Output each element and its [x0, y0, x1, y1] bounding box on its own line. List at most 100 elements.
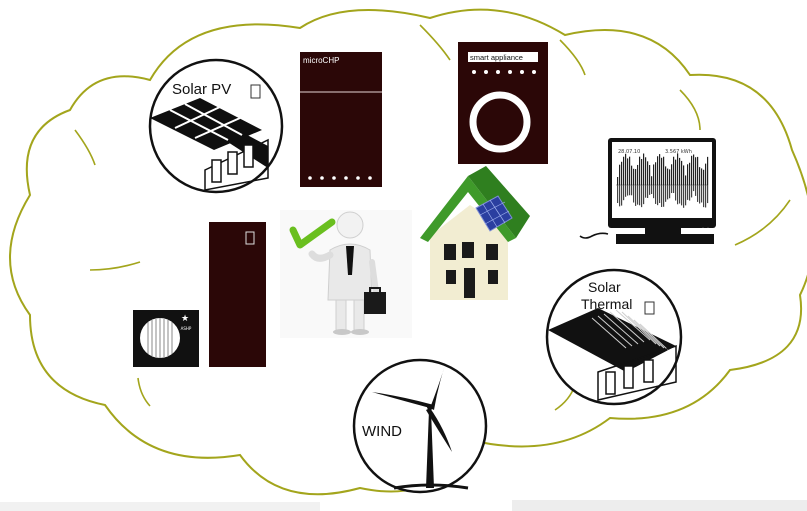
- wind-label: WIND: [362, 423, 402, 440]
- monitor-bar-up: [629, 156, 631, 185]
- monitor-bar-down: [633, 185, 635, 203]
- monitor-bar-down: [705, 185, 707, 208]
- monitor-bar-down: [655, 185, 657, 204]
- monitor-date: 28.07.10: [618, 149, 640, 155]
- solar-pv-label: Solar PV: [172, 81, 231, 98]
- monitor-bar-up: [701, 168, 703, 185]
- solar-panel-roof-icon: Solar PV: [148, 58, 284, 194]
- monitor-bar-up: [649, 165, 651, 185]
- monitor-bar-down: [653, 185, 655, 199]
- monitor-bar-up: [627, 158, 629, 185]
- monitor-bar-down: [629, 185, 631, 196]
- monitor-bar-up: [625, 153, 627, 185]
- monitor-bar-down: [685, 185, 687, 206]
- monitor-bar-down: [687, 185, 689, 200]
- monitor-bar-down: [665, 185, 667, 202]
- businessman-checkmark-icon: [280, 210, 412, 338]
- svg-text:★: ★: [181, 313, 189, 323]
- monitor-bar-up: [665, 166, 667, 185]
- monitor-bar-up: [687, 164, 689, 185]
- solar-thermal-label-2: Thermal: [581, 296, 632, 312]
- cloud-inner-curve: [74, 129, 96, 166]
- monitor-bar-up: [685, 175, 687, 185]
- monitor-bar-down: [631, 185, 633, 196]
- monitor-bar-up: [669, 169, 671, 185]
- monitor-bar-down: [681, 185, 683, 206]
- monitor-bar-up: [707, 156, 709, 185]
- monitor-bar-down: [621, 185, 623, 206]
- monitor-bar-up: [621, 161, 623, 185]
- monitor-bar-up: [683, 165, 685, 185]
- monitor-bar-down: [641, 185, 643, 208]
- monitor-bar-down: [695, 185, 697, 196]
- monitor-bar-up: [689, 162, 691, 185]
- energy-monitor-icon: 28.07.10 3.567 kWh: [579, 138, 716, 244]
- monitor-bar-down: [627, 185, 629, 196]
- monitor-bar-up: [633, 168, 635, 185]
- monitor-bar-down: [675, 185, 677, 201]
- monitor-bar-down: [639, 185, 641, 206]
- solar-thermal-roof-icon: Solar Thermal: [545, 268, 683, 406]
- monitor-bar-up: [695, 157, 697, 185]
- monitor-bar-down: [697, 185, 699, 202]
- monitor-bar-up: [671, 164, 673, 185]
- monitor-bar-up: [677, 153, 679, 185]
- monitor-bar-up: [643, 153, 645, 185]
- monitor-bar-down: [679, 185, 681, 204]
- monitor-bar-down: [689, 185, 691, 201]
- air-source-heat-pump-icon: ★ ASHP: [133, 222, 266, 367]
- monitor-bar-up: [663, 156, 665, 185]
- monitor-bar-down: [669, 185, 671, 199]
- monitor-bar-up: [623, 156, 625, 185]
- monitor-bar-up: [703, 169, 705, 185]
- monitor-bar-down: [667, 185, 669, 200]
- micro-chp-unit-icon: microCHP: [300, 52, 382, 187]
- monitor-bar-down: [617, 185, 619, 203]
- heat-pump-label: ASHP: [181, 326, 192, 331]
- cloud-inner-curve: [419, 24, 451, 61]
- micro-chp-label: microCHP: [303, 56, 339, 65]
- cloud-inner-curve: [734, 199, 791, 246]
- monitor-bar-up: [617, 177, 619, 185]
- monitor-bar-down: [625, 185, 627, 197]
- monitor-bar-up: [661, 157, 663, 185]
- wind-turbine-icon: WIND: [352, 358, 488, 494]
- monitor-bar-up: [693, 154, 695, 185]
- monitor-bar-up: [619, 164, 621, 185]
- cloud-inner-curve: [559, 39, 586, 76]
- monitor-bar-down: [635, 185, 637, 206]
- monitor-bar-down: [693, 185, 695, 192]
- monitor-bar-up: [679, 157, 681, 185]
- monitor-bar-down: [707, 185, 709, 204]
- monitor-bar-up: [705, 163, 707, 185]
- monitor-bar-up: [653, 164, 655, 185]
- monitor-bar-down: [647, 185, 649, 198]
- bottom-strip-right: [512, 500, 807, 511]
- monitor-bar-up: [659, 154, 661, 185]
- monitor-bar-down: [683, 185, 685, 208]
- monitor-bar-down: [677, 185, 679, 205]
- monitor-reading: 3.567 kWh: [665, 149, 692, 155]
- monitor-bar-down: [699, 185, 701, 204]
- monitor-bar-down: [649, 185, 651, 195]
- solar-thermal-label-1: Solar: [588, 279, 621, 295]
- cloud-inner-curve: [679, 89, 701, 131]
- monitor-bar-up: [637, 164, 639, 185]
- cloud-inner-curve: [89, 261, 141, 271]
- monitor-bar-up: [639, 156, 641, 185]
- monitor-bar-up: [675, 159, 677, 185]
- monitor-bar-up: [699, 167, 701, 185]
- washing-machine-icon: smart appliance: [458, 42, 548, 164]
- monitor-bar-up: [673, 156, 675, 185]
- monitor-bar-up: [691, 155, 693, 185]
- monitor-bar-down: [619, 185, 621, 207]
- monitor-bar-down: [651, 185, 653, 195]
- monitor-bar-up: [681, 160, 683, 185]
- monitor-bar-up: [641, 159, 643, 185]
- monitor-bars: [617, 153, 709, 208]
- monitor-bar-down: [671, 185, 673, 194]
- monitor-bar-down: [673, 185, 675, 194]
- monitor-bar-up: [645, 157, 647, 185]
- monitor-bar-up: [657, 156, 659, 185]
